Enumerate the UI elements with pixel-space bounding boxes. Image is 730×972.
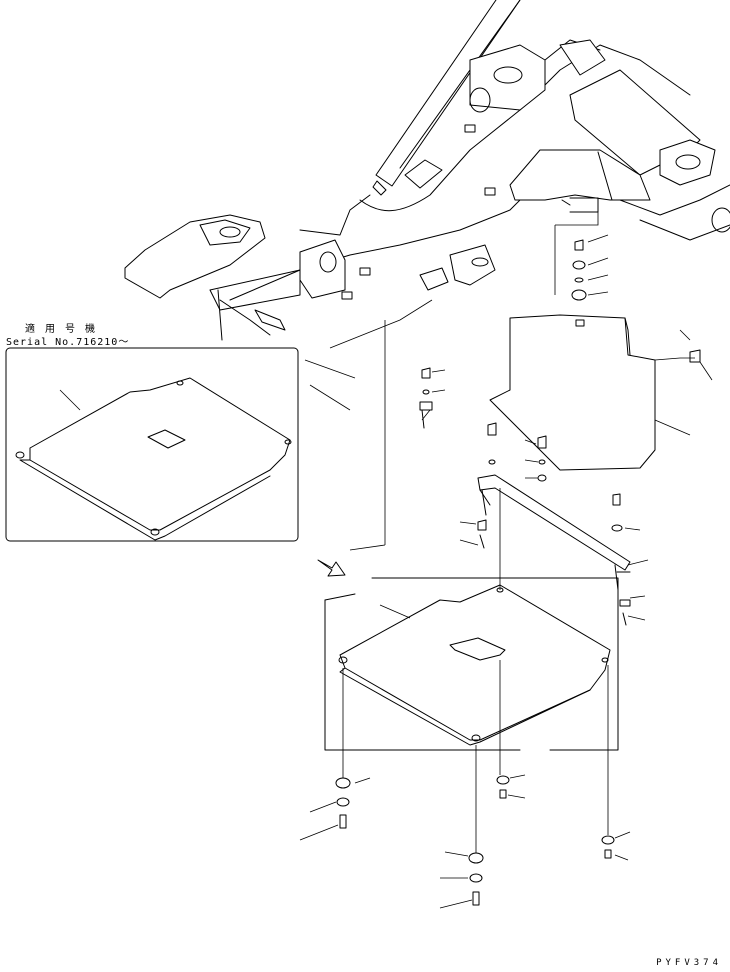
support-bracket [477, 474, 631, 591]
fasteners-middle [419, 367, 649, 626]
inset-detail-box [5, 347, 299, 542]
cover-panel [489, 314, 713, 471]
fasteners-bottom [299, 774, 631, 909]
applicability-heading: 適 用 号 機 [25, 324, 98, 335]
assembly-lines [304, 299, 609, 855]
under-cover-plate [324, 577, 619, 751]
drawing-code: PYFV374 [656, 958, 722, 968]
main-frame [124, 0, 730, 341]
fastener-stack-upper [554, 200, 609, 301]
applicability-serial: Serial No.716210～ [6, 337, 130, 348]
